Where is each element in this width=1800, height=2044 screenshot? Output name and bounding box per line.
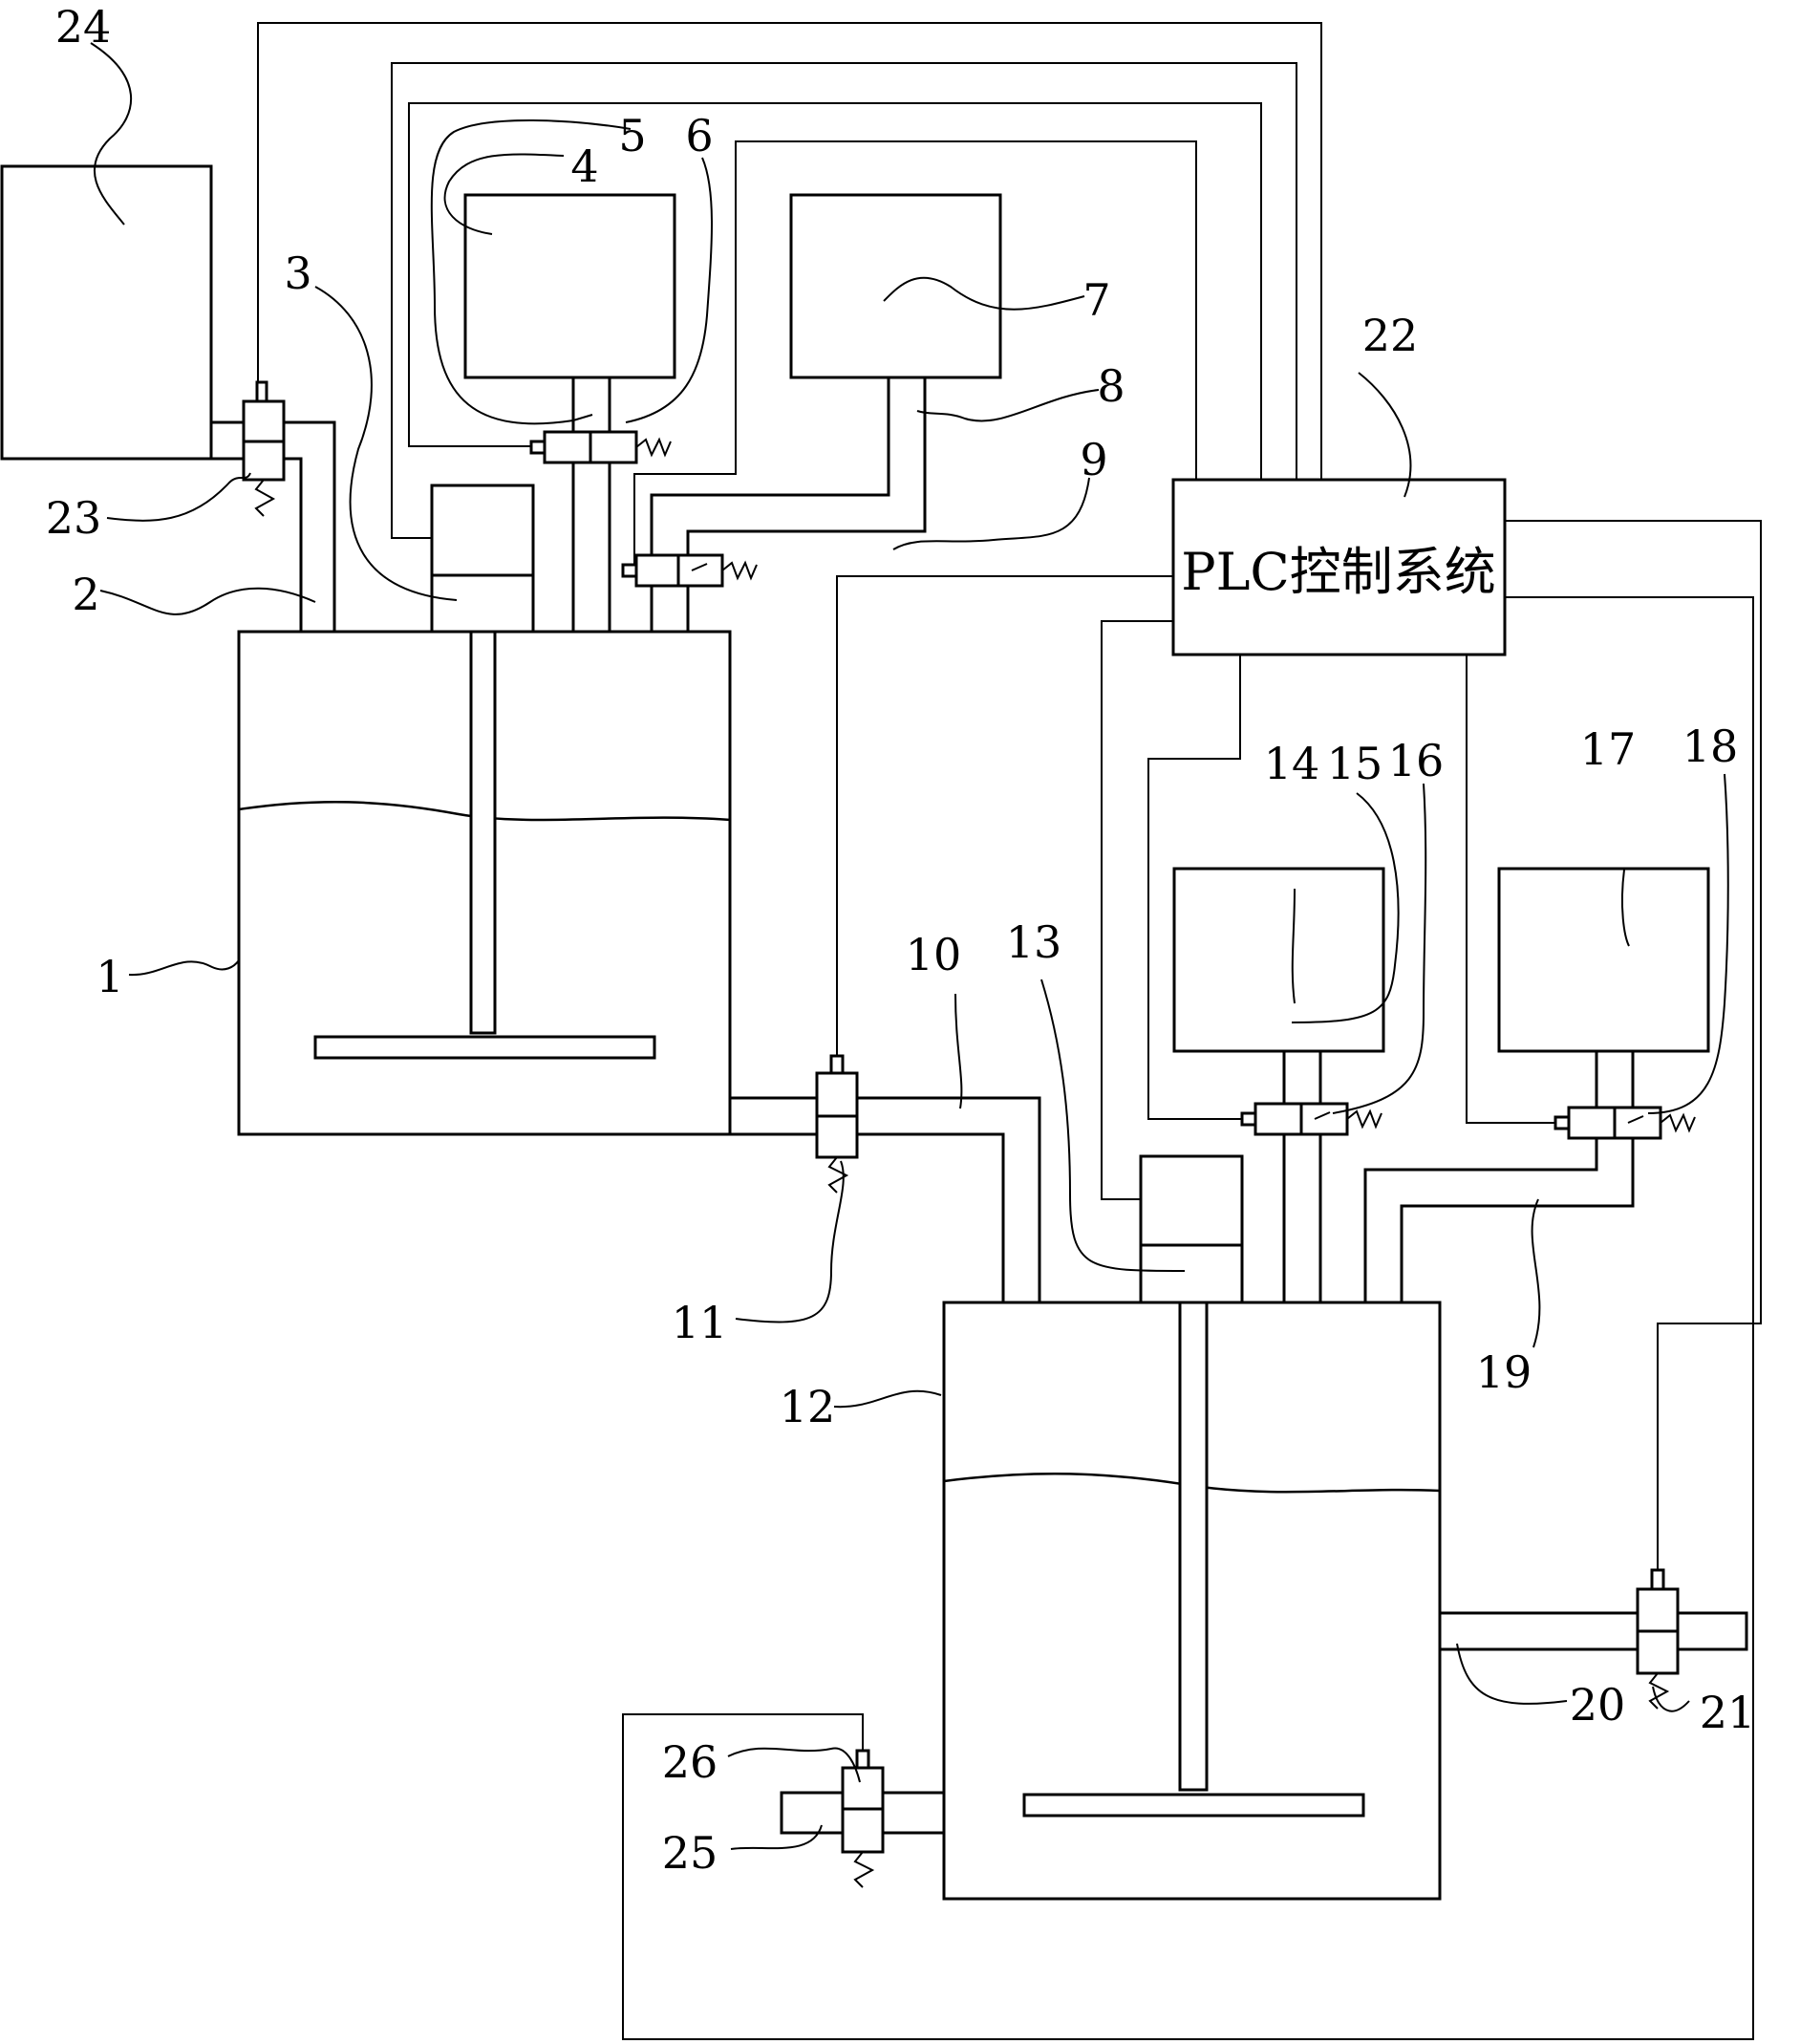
leader-19 xyxy=(1531,1198,1541,1348)
label-21: 21 xyxy=(1700,1687,1756,1738)
label-12: 12 xyxy=(780,1381,836,1432)
tank-24 xyxy=(0,164,213,461)
pipe-20 xyxy=(1440,1611,1748,1651)
tank-1-stirrer-blade xyxy=(313,1035,656,1060)
label-11: 11 xyxy=(672,1297,728,1348)
leader-7 xyxy=(883,276,1085,311)
pipe-10-lower xyxy=(730,1132,1005,1302)
wire-plc-to-valve-23 xyxy=(257,22,1322,480)
valve-26 xyxy=(841,1749,885,1888)
leader-23 xyxy=(106,472,251,522)
label-20: 20 xyxy=(1570,1679,1626,1731)
label-1: 1 xyxy=(96,951,123,1002)
leader-18 xyxy=(1647,773,1729,1114)
leader-lines xyxy=(90,42,1729,1850)
leader-15 xyxy=(1291,792,1400,1023)
wire-plc-to-valve-16 xyxy=(1147,655,1245,1120)
wire-plc-to-pump-13 xyxy=(1101,620,1173,1200)
label-5: 5 xyxy=(618,110,646,161)
label-6: 6 xyxy=(685,110,713,161)
leader-24 xyxy=(90,42,133,226)
label-22: 22 xyxy=(1362,310,1419,361)
leader-2 xyxy=(99,587,316,615)
label-7: 7 xyxy=(1082,274,1110,326)
tank-12-stirrer-blade xyxy=(1022,1793,1365,1818)
leader-11 xyxy=(735,1160,845,1323)
valve-23 xyxy=(242,380,286,517)
valve-18 xyxy=(1554,1106,1696,1140)
leader-8 xyxy=(916,389,1100,422)
leader-17 xyxy=(1620,869,1630,947)
wire-plc-to-valve-18 xyxy=(1466,655,1557,1124)
leader-1 xyxy=(128,959,240,977)
label-26: 26 xyxy=(662,1736,718,1788)
leader-25 xyxy=(730,1824,823,1850)
label-4: 4 xyxy=(570,140,598,192)
label-25: 25 xyxy=(662,1827,718,1879)
valve-9 xyxy=(621,553,758,588)
leader-26 xyxy=(727,1747,861,1783)
valve-6 xyxy=(529,430,672,464)
control-wiring xyxy=(257,22,1762,2040)
label-10: 10 xyxy=(906,929,962,980)
label-15: 15 xyxy=(1327,738,1383,789)
leader-20 xyxy=(1456,1643,1568,1705)
label-8: 8 xyxy=(1097,360,1125,412)
mixing-tank-12 xyxy=(942,1301,1442,1901)
tank-17 xyxy=(1497,867,1710,1053)
leader-14 xyxy=(1291,888,1296,1004)
pipe-2-outer xyxy=(284,420,336,632)
leader-16 xyxy=(1332,783,1427,1114)
wire-plc-to-valve-6 xyxy=(408,102,1262,480)
pipe-10-upper xyxy=(730,1096,1041,1302)
pump-3 xyxy=(430,484,535,634)
leader-22 xyxy=(1358,372,1412,498)
leader-9 xyxy=(892,477,1090,550)
label-9: 9 xyxy=(1080,434,1107,485)
leader-6 xyxy=(625,157,713,423)
mixing-tank-1 xyxy=(237,630,732,1136)
plc-label: PLC控制系统 xyxy=(1181,542,1496,602)
pipe-2-inner xyxy=(284,457,303,632)
wire-plc-to-valve-26 xyxy=(622,596,1754,2040)
label-19: 19 xyxy=(1476,1346,1532,1398)
valve-21 xyxy=(1636,1568,1680,1710)
pipe-19-inner xyxy=(1400,1051,1635,1302)
valve-16 xyxy=(1240,1102,1382,1136)
leader-13 xyxy=(1040,979,1186,1272)
wire-plc-to-pump-3 xyxy=(391,62,1297,539)
plc-control-system: PLC控制系统 xyxy=(1171,478,1507,656)
leader-10 xyxy=(954,993,963,1109)
number-labels: 24 23 2 3 4 5 6 7 8 9 10 11 12 13 14 15 … xyxy=(46,1,1756,1879)
valve-11 xyxy=(815,1054,859,1194)
leader-4 xyxy=(443,153,565,235)
tank-1-liquid-level xyxy=(238,800,731,822)
leader-5 xyxy=(430,119,632,425)
leader-21 xyxy=(1652,1686,1690,1712)
label-24: 24 xyxy=(55,1,112,53)
label-13: 13 xyxy=(1006,916,1062,968)
tank-4 xyxy=(463,193,676,379)
leader-3 xyxy=(314,286,458,601)
tank-14 xyxy=(1172,867,1385,1053)
tank-12-stirrer-shaft xyxy=(1178,1301,1209,1792)
label-16: 16 xyxy=(1388,735,1445,786)
wire-plc-to-valve-21 xyxy=(1505,520,1762,1570)
label-17: 17 xyxy=(1580,723,1637,775)
label-2: 2 xyxy=(72,569,99,620)
label-23: 23 xyxy=(46,492,102,544)
leader-12 xyxy=(833,1389,942,1409)
label-3: 3 xyxy=(284,247,311,299)
label-18: 18 xyxy=(1682,721,1739,772)
wire-plc-to-valve-11 xyxy=(836,575,1173,1056)
pump-13 xyxy=(1139,1154,1244,1304)
label-14: 14 xyxy=(1264,738,1320,789)
wire-plc-to-valve-9 xyxy=(633,140,1197,570)
tank-1-stirrer-shaft xyxy=(469,630,497,1035)
tank-7 xyxy=(789,193,1002,379)
